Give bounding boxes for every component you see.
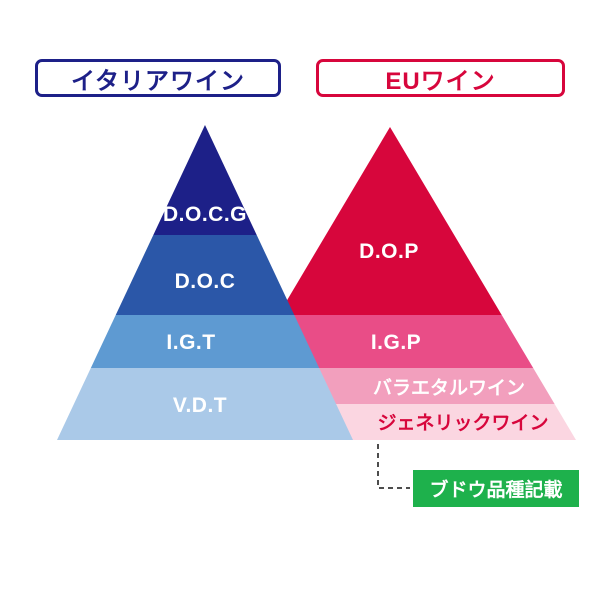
- italy-tier-vdt-label: V.D.T: [173, 394, 227, 417]
- grape-variety-callout: ブドウ品種記載: [413, 470, 579, 507]
- italy-tier-igt-label: I.G.T: [166, 331, 215, 354]
- eu-tier-igp-label: I.G.P: [371, 331, 421, 354]
- italy-tier-docg-label: D.O.C.G: [163, 203, 247, 226]
- eu-tier-dop-label: D.O.P: [359, 240, 419, 263]
- eu-title-label: EUワイン: [385, 67, 496, 95]
- callout-connector-line: [377, 444, 410, 489]
- grape-variety-callout-label: ブドウ品種記載: [429, 480, 563, 501]
- eu-title-badge: EUワイン: [316, 59, 565, 97]
- italy-tier-vdt-band: [57, 368, 353, 440]
- eu-tier-generic-label: ジェネリックワイン: [377, 412, 548, 434]
- eu-tier-varietal-label: バラエタルワイン: [373, 377, 525, 399]
- italy-title-label: イタリアワイン: [70, 67, 246, 95]
- italy-title-badge: イタリアワイン: [35, 59, 281, 97]
- italy-tier-doc-label: D.O.C: [175, 270, 236, 293]
